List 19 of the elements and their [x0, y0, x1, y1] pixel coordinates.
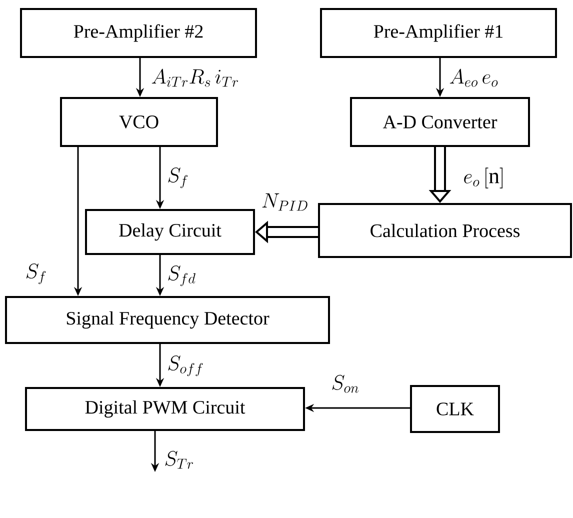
block-box: A-D Converter — [350, 97, 530, 147]
edge-label: $A_{iTr}R_s\,i_{Tr}$ — [152, 68, 238, 87]
block-box: CLK — [410, 385, 500, 433]
edge-label: $S_f$ — [26, 264, 46, 284]
edge-label: $N_{PID}$ — [262, 193, 308, 211]
edge-label: $S_{on}$ — [332, 374, 358, 393]
edge-label: $S_{off}$ — [168, 356, 203, 376]
block-box: Calculation Process — [318, 203, 572, 258]
block-box: Delay Circuit — [85, 209, 255, 255]
edge-label: $S_{fd}$ — [168, 266, 196, 286]
block-box: Signal Frequency Detector — [5, 296, 330, 344]
edge-label: $S_f$ — [168, 168, 188, 188]
edge-label: $S_{Tr}$ — [165, 450, 194, 469]
block-box: Digital PWM Circuit — [25, 387, 305, 431]
edge-label: $e_o\,\mathrm{[n]}$ — [464, 168, 502, 188]
block-box: Pre-Amplifier #2 — [20, 8, 257, 58]
edge-label: $A_{eo}\,e_o$ — [450, 68, 498, 87]
block-box: Pre-Amplifier #1 — [320, 8, 557, 58]
block-box: VCO — [60, 97, 218, 147]
